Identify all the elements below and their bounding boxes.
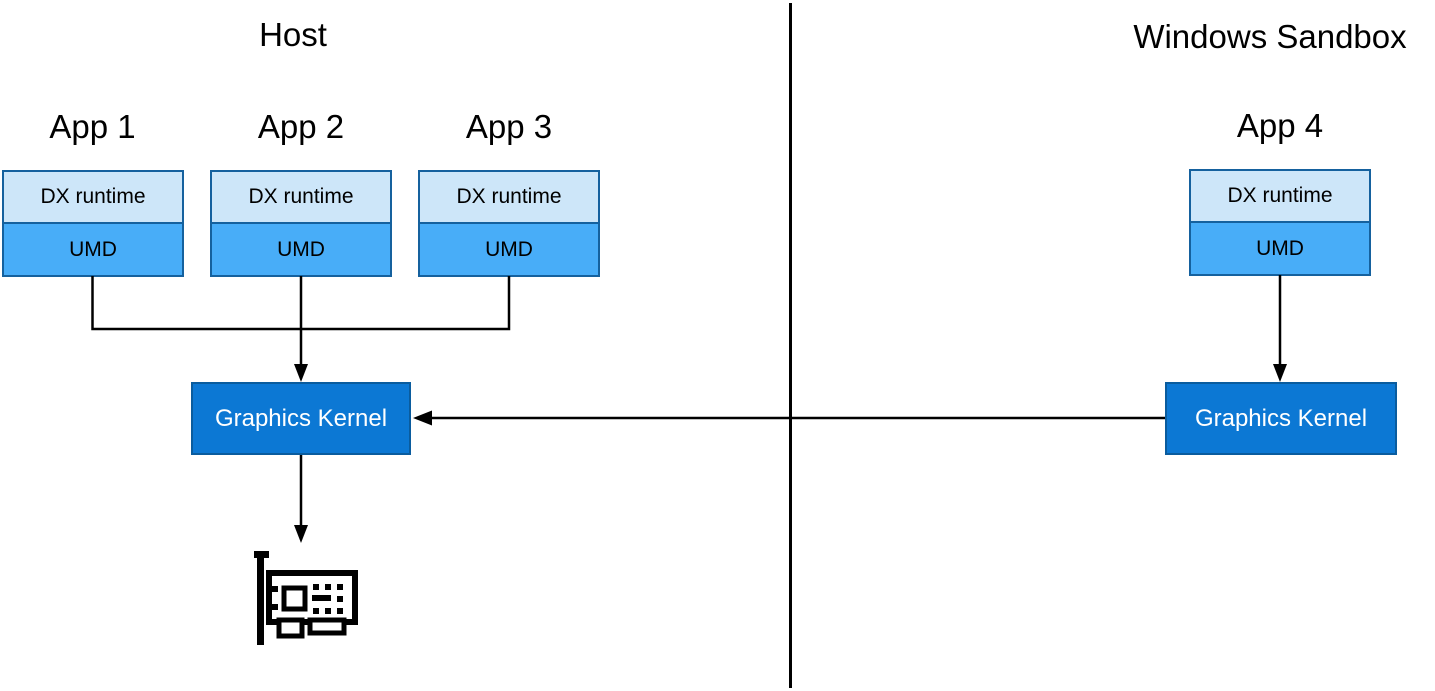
app4-dx-runtime-layer: DX runtime: [1191, 171, 1369, 221]
host-graphics-kernel-box: Graphics Kernel: [191, 382, 411, 455]
app3-umd-layer: UMD: [420, 222, 598, 275]
app1-umd-layer: UMD: [4, 222, 182, 275]
host-apps-bus-line: [91, 276, 511, 331]
host-kernel-left-arrowhead: [413, 410, 432, 426]
app2-umd-layer: UMD: [212, 222, 390, 275]
sandbox-graphics-kernel-box: Graphics Kernel: [1165, 382, 1397, 455]
host-sandbox-divider: [789, 3, 792, 688]
app1-dx-runtime-layer: DX runtime: [4, 172, 182, 222]
app4-label: App 4: [1236, 107, 1324, 144]
sandbox-section-title: Windows Sandbox: [1133, 18, 1407, 55]
host-section-title: Host: [259, 16, 327, 53]
app4-box: DX runtime UMD: [1189, 169, 1371, 276]
app2-box: DX runtime UMD: [210, 170, 392, 277]
app3-box: DX runtime UMD: [418, 170, 600, 277]
gpu-down-arrowhead: [294, 525, 308, 543]
sandbox-kernel-down-arrowhead: [1273, 364, 1287, 382]
host-kernel-down-arrowhead: [294, 364, 308, 382]
app2-dx-runtime-layer: DX runtime: [212, 172, 390, 222]
app2-label: App 2: [257, 108, 345, 145]
app1-box: DX runtime UMD: [2, 170, 184, 277]
app4-umd-layer: UMD: [1191, 221, 1369, 274]
app3-dx-runtime-layer: DX runtime: [420, 172, 598, 222]
app1-label: App 1: [49, 108, 136, 145]
app3-label: App 3: [465, 108, 553, 145]
gpu-card-icon: [254, 551, 358, 645]
